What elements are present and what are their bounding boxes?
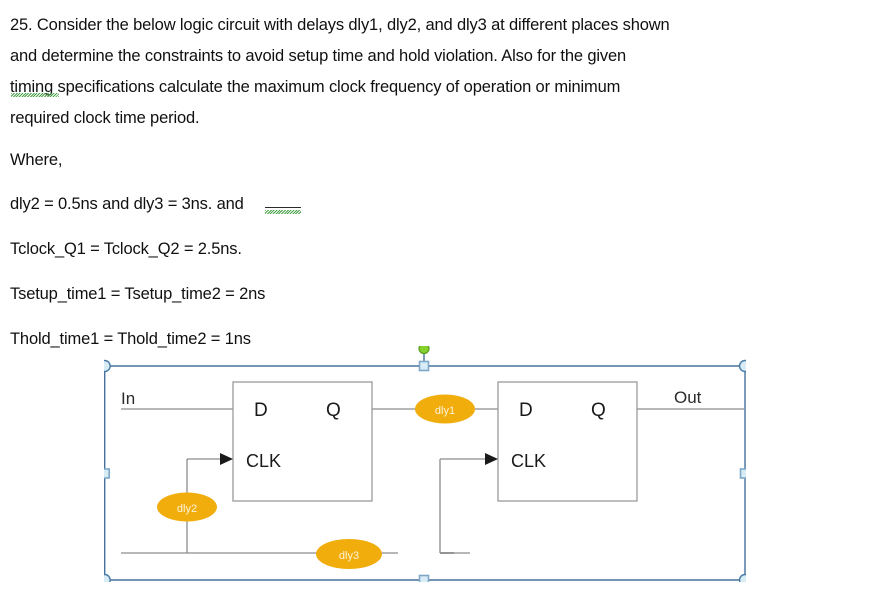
handle-bottom-right[interactable] xyxy=(738,573,747,583)
handle-top-center[interactable] xyxy=(418,360,430,372)
delay-dly2-shape[interactable] xyxy=(157,492,217,522)
handle-top-right[interactable] xyxy=(738,359,747,373)
given-value-tclock: Tclock_Q1 = Tclock_Q2 = 2.5ns. xyxy=(10,240,242,258)
underline-and xyxy=(265,207,301,208)
question-line-1: 25. Consider the below logic circuit wit… xyxy=(10,16,670,34)
output-label: Out xyxy=(674,388,702,407)
delay-dly1-shape[interactable] xyxy=(415,394,475,424)
where-label: Where, xyxy=(10,151,63,169)
delay-dly2[interactable]: dly2 xyxy=(157,492,217,522)
spellcheck-underline-and xyxy=(265,210,301,214)
delay-dly3-label: dly3 xyxy=(339,550,359,562)
selection-frame xyxy=(104,365,746,581)
delay-dly3-shape[interactable] xyxy=(316,539,382,569)
selection-handles[interactable] xyxy=(104,346,746,582)
given-value-dly: dly2 = 0.5ns and dly3 = 3ns. and xyxy=(10,195,244,213)
handle-middle-right[interactable] xyxy=(739,468,747,479)
question-line-2: and determine the constraints to avoid s… xyxy=(10,47,627,65)
flipflop-1-d-label: D xyxy=(254,400,268,421)
rotation-handle[interactable] xyxy=(418,346,430,355)
flipflop-1-clk-arrow xyxy=(220,453,233,465)
delay-dly1-label: dly1 xyxy=(435,405,455,417)
flipflop-2-clk-label: CLK xyxy=(511,451,546,471)
given-value-tsetup: Tsetup_time1 = Tsetup_time2 = 2ns xyxy=(10,285,266,303)
handle-bottom-left[interactable] xyxy=(104,573,111,583)
circuit-diagram-svg[interactable]: D Q CLK D Q CLK In Out dly1 dly2 xyxy=(104,346,746,582)
delay-dly1[interactable]: dly1 xyxy=(415,394,475,424)
question-line-3: timing specifications calculate the maxi… xyxy=(10,78,621,96)
flipflop-1[interactable]: D Q CLK xyxy=(220,381,373,502)
question-line-4: required clock time period. xyxy=(10,109,200,127)
input-label: In xyxy=(121,389,135,408)
flipflop-2[interactable]: D Q CLK xyxy=(485,381,638,502)
handle-bottom-center[interactable] xyxy=(418,574,430,583)
flipflop-2-clk-arrow xyxy=(485,453,498,465)
flipflop-2-body[interactable] xyxy=(497,381,638,502)
port-labels: In Out xyxy=(121,388,702,408)
wire-group xyxy=(121,408,744,554)
handle-middle-left[interactable] xyxy=(104,468,111,479)
delay-dly2-label: dly2 xyxy=(177,503,197,515)
flipflop-2-q-label: Q xyxy=(591,400,606,421)
circuit-diagram-object[interactable]: D Q CLK D Q CLK In Out dly1 dly2 xyxy=(104,346,746,582)
flipflop-2-d-label: D xyxy=(519,400,533,421)
flipflop-1-q-label: Q xyxy=(326,400,341,421)
flipflop-1-body[interactable] xyxy=(232,381,373,502)
handle-top-left[interactable] xyxy=(104,359,111,373)
flipflop-1-clk-label: CLK xyxy=(246,451,281,471)
delay-dly3[interactable]: dly3 xyxy=(316,539,382,569)
spellcheck-underline-timing xyxy=(11,93,59,97)
given-value-thold: Thold_time1 = Thold_time2 = 1ns xyxy=(10,330,251,348)
